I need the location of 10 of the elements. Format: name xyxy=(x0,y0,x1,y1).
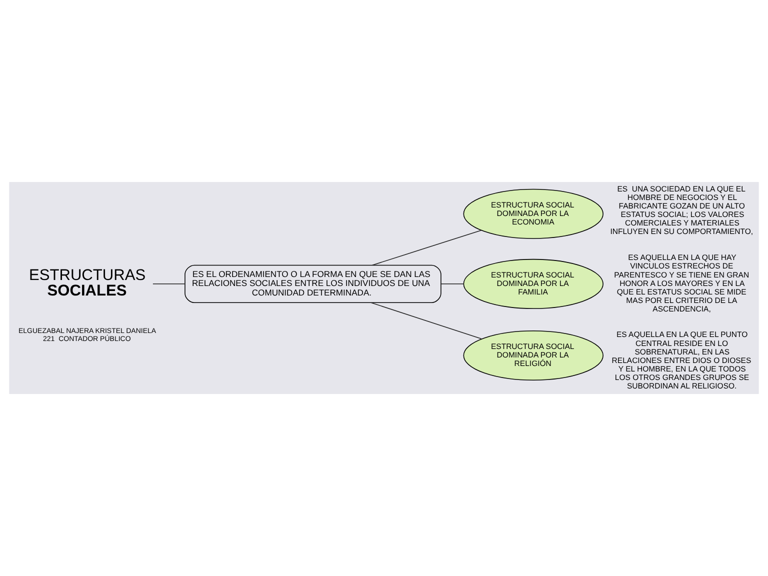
node-label: ES AQUELLA EN LA QUE EL PUNTO CENTRAL RESIDE EN LO SOBRENATURAL, EN LAS RELACIONES ENTRE DIOS O DIOSES Y EL HOMBRE, EN LA QUE TODOS LOS OTROS GRANDES GRUPOS SE SUBORDINAN AL RELIGIOSO. xyxy=(612,330,752,391)
node-label: ES UNA SOCIEDAD EN LA QUE EL HOMBRE DE NEGOCIOS Y EL FABRICANTE GOZAN DE UN ALTO ESTATUS SOCIAL; LOS VALORES COMERCIALES Y MATERIALES INFLUYEN EN SU COMPORTAMIENTO, xyxy=(610,184,754,236)
node-label: ES AQUELLA EN LA QUE HAY VINCULOS ESTRECHOS DE PARENTESCO Y SE TIENE EN GRAN HONOR A LOS MAYORES Y EN LA QUE EL ESTATUS SOCIAL SE MIDE MAS POR EL CRITERIO DE LA ASCENDENCIA, xyxy=(614,253,750,314)
node-ellipse: ESTRUCTURA SOCIAL DOMINADA POR LA RELIGIÓN xyxy=(463,330,604,380)
node-ellipse: ESTRUCTURA SOCIAL DOMINADA POR LA FAMILIA xyxy=(463,258,604,309)
node-text: ESTRUCTURAS SOCIALES xyxy=(29,267,146,300)
connector xyxy=(370,302,482,340)
connector xyxy=(372,230,482,266)
node-box: ES EL ORDENAMIENTO O LA FORMA EN QUE SE DAN LAS RELACIONES SOCIALES ENTRE LOS INDIVIDUOS DE UNA COMUNIDAD DETERMINADA. xyxy=(184,264,442,303)
node-ellipse: ESTRUCTURA SOCIAL DOMINADA POR LA ECONOMIA xyxy=(463,188,604,239)
